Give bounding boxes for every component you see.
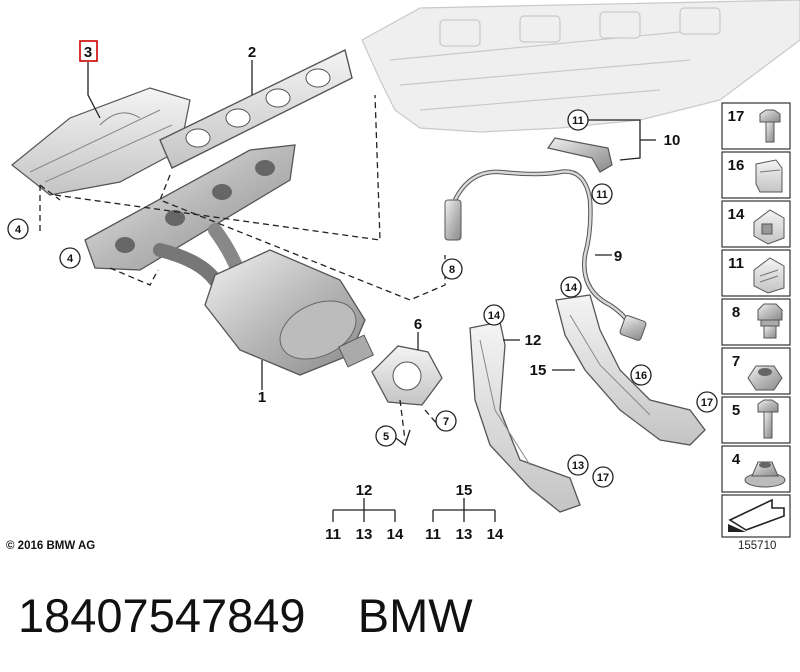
callout-17-lower: 17 [597,472,609,484]
kit-12-head: 12 [356,482,373,499]
bracket-12[interactable] [469,321,581,513]
plug-8-icon [757,303,783,339]
clip-11-icon [753,257,785,294]
manifold-gasket[interactable] [159,48,353,169]
callout-4-upper: 4 [15,224,22,236]
bolt-5-icon [757,399,779,439]
flange-gasket[interactable] [371,345,443,406]
clip-nut-16-icon [755,159,783,193]
callout-9: 9 [614,248,622,265]
circled-callouts: 4 4 8 7 5 11 11 14 14 16 17 13 17 [7,109,718,488]
clip-14-icon [753,209,785,245]
exhaust-manifold-catalyst[interactable] [84,144,375,376]
callout-7: 7 [443,416,449,428]
callout-17-upper: 17 [701,397,713,409]
callout-1: 1 [258,389,266,406]
bolt-17-icon [759,109,781,143]
arrow-icon [728,498,785,532]
legend-label-16: 16 [728,157,745,174]
callout-11-lower: 11 [596,189,608,201]
copyright-notice: © 2016 BMW AG [6,540,96,552]
legend-label-8: 8 [732,304,740,321]
legend-label-17: 17 [728,108,745,125]
callout-13: 13 [572,460,584,472]
callout-5: 5 [383,431,389,443]
callout-14-right: 14 [565,282,578,294]
parts-diagram: 3 2 1 6 10 9 12 15 4 4 8 7 5 11 11 14 14… [7,0,800,543]
callout-8: 8 [449,264,455,276]
callout-6: 6 [414,316,422,333]
kit-12-item-2: 13 [356,526,373,543]
hardware-legend: 17 16 14 11 8 [721,102,791,538]
callout-2: 2 [248,44,256,61]
bracket-15[interactable] [555,294,706,446]
kit-15-item-3: 14 [487,526,504,543]
lambda-sensor[interactable] [444,169,647,342]
flange-nut-4-icon [744,461,786,488]
kit-15: 15 11 13 14 [425,482,504,543]
kit-15-item-1: 11 [425,526,441,543]
kit-12-item-3: 14 [387,526,404,543]
callout-labels: 3 2 1 6 10 9 12 15 [79,40,681,406]
callout-16: 16 [635,370,647,382]
kit-15-item-2: 13 [456,526,473,543]
kit-12-item-1: 11 [325,526,341,543]
callout-11-upper: 11 [572,115,584,127]
legend-label-7: 7 [732,353,740,370]
kit-12: 12 11 13 14 [325,482,404,543]
lambda-bracket[interactable] [546,137,613,173]
highlight-box [79,40,98,62]
cylinder-head-ghost [361,0,800,133]
legend-label-5: 5 [732,402,740,419]
callout-3: 3 [84,44,92,61]
legend-label-11: 11 [728,255,744,272]
callout-15: 15 [530,362,547,379]
part-number-caption: 18407547849 BMW [18,589,473,642]
legend-label-14: 14 [728,206,745,223]
callout-14-left: 14 [488,310,501,322]
callout-12: 12 [525,332,542,349]
diagram-number: 155710 [738,540,777,552]
nut-7-icon [747,365,783,391]
kit-15-head: 15 [456,482,473,499]
callout-4-lower: 4 [67,253,74,265]
heat-shield[interactable] [11,87,191,196]
callout-10: 10 [664,132,681,149]
legend-label-4: 4 [732,451,741,468]
